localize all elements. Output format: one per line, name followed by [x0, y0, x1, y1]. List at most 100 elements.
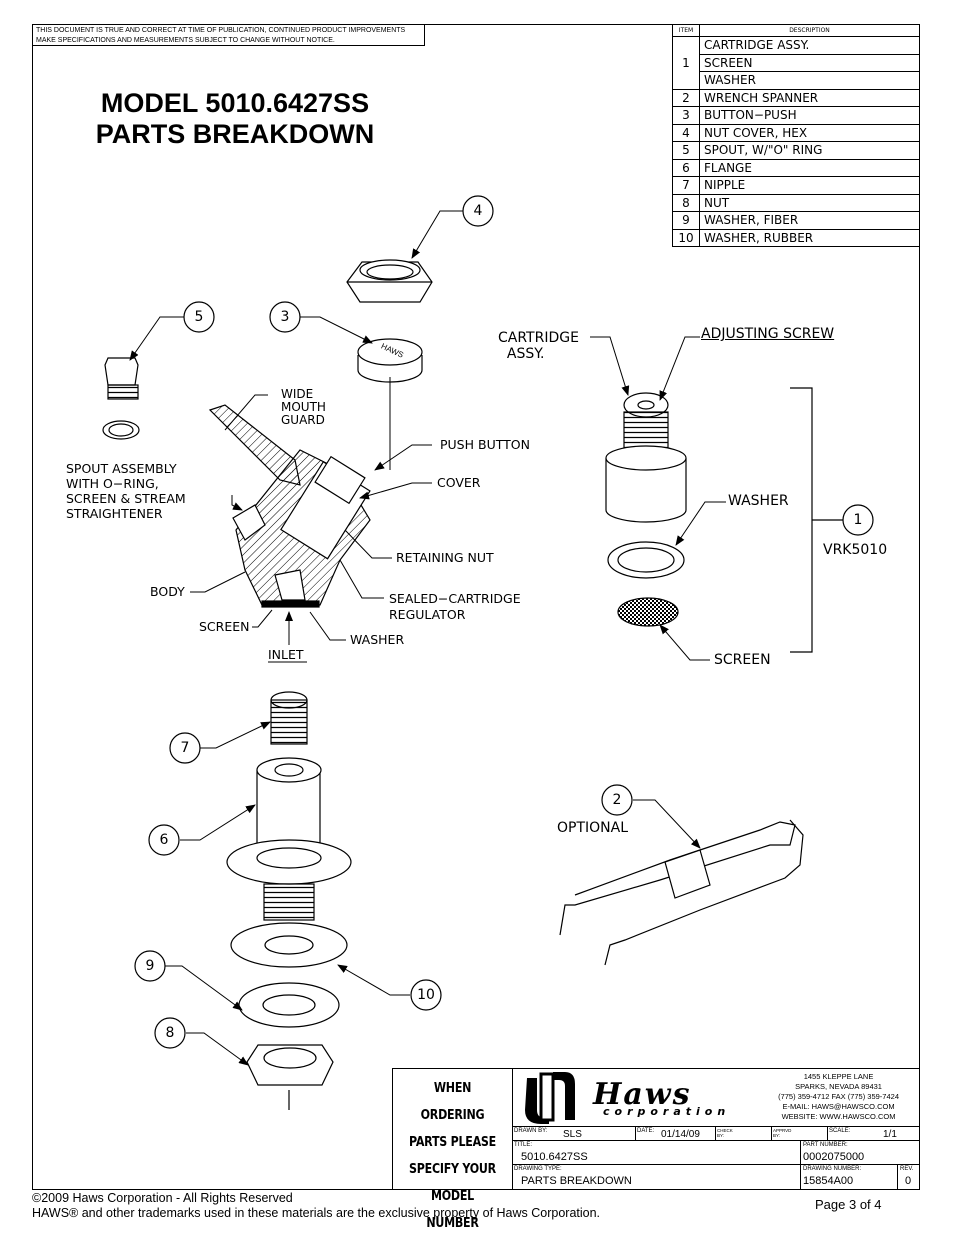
drawn-by-cell: DRAWN BY: SLS	[513, 1127, 636, 1141]
date-label: DATE:	[637, 1128, 655, 1134]
order-line: WHEN ORDERING	[420, 1080, 485, 1123]
label-sealed-cartridge: SEALED−CARTRIDGE REGULATOR	[389, 591, 521, 622]
drawing-type-label: DRAWING TYPE:	[514, 1166, 562, 1172]
title-value: 5010.6427SS	[521, 1151, 588, 1163]
address-line: 1455 KLEPPE LANE	[803, 1072, 874, 1081]
title-line-2: PARTS BREAKDOWN	[95, 119, 375, 149]
flange-part	[226, 757, 352, 921]
header-description: DESCRIPTION	[699, 24, 920, 37]
drawing-number-cell: DRAWING NUMBER: 15854A00	[801, 1165, 898, 1189]
date-cell: DATE: 01/14/09	[636, 1127, 716, 1141]
title-label: TITLE:	[514, 1142, 533, 1148]
label-retaining-nut: RETAINING NUT	[396, 550, 494, 565]
trademark-notice: HAWS® and other trademarks used in these…	[32, 1206, 601, 1220]
label-adjusting-screw: ADJUSTING SCREW	[701, 326, 835, 342]
check-label: CHECK BY:	[717, 1128, 733, 1138]
rev-cell: REV. 0	[898, 1165, 919, 1189]
date-value: 01/14/09	[661, 1129, 700, 1140]
scale-cell: SCALE: 1/1	[828, 1127, 919, 1141]
desc-cell: WRENCH SPANNER	[699, 88, 920, 107]
label-cartridge-assy: CARTRIDGE ASSY.	[498, 330, 579, 362]
brand-sub: corporation	[603, 1105, 731, 1118]
disclaimer: THIS DOCUMENT IS TRUE AND CORRECT AT TIM…	[32, 24, 425, 46]
label-screen-left: SCREEN	[199, 619, 250, 634]
callout-8: 8	[165, 1025, 175, 1041]
label-inlet: INLET	[268, 647, 304, 662]
address-line: E-MAIL: HAWS@HAWSCO.COM	[782, 1102, 895, 1111]
label-spout-assembly: SPOUT ASSEMBLY WITH O−RING, SCREEN & STR…	[66, 461, 186, 521]
wrench-spanner	[559, 819, 804, 966]
rev-label: REV.	[900, 1166, 914, 1172]
drawn-by-label: DRAWN BY:	[514, 1128, 548, 1134]
scale-label: SCALE:	[829, 1128, 851, 1134]
callout-9: 9	[145, 958, 155, 974]
part-number-label: PART NUMBER:	[803, 1142, 848, 1148]
check-cell: CHECK BY:	[716, 1127, 772, 1141]
label-washer-right: WASHER	[728, 493, 789, 509]
drawing-number-value: 15854A00	[803, 1175, 854, 1187]
item-cell: 10	[672, 228, 700, 247]
apprvd-label: APPRVD BY:	[773, 1128, 792, 1138]
apprvd-cell: APPRVD BY:	[772, 1127, 828, 1141]
address-line: WEBSITE: WWW.HAWSCO.COM	[781, 1112, 896, 1121]
push-button-part: HAWS	[357, 338, 423, 383]
title-cell: TITLE: 5010.6427SS	[513, 1141, 801, 1165]
order-line: PARTS PLEASE	[409, 1134, 496, 1150]
page-number: Page 3 of 4	[815, 1197, 882, 1212]
callout-3: 3	[280, 309, 290, 325]
parts-table: ITEM DESCRIPTION 1 CARTRIDGE ASSY. SCREE…	[672, 24, 920, 247]
callout-6: 6	[159, 832, 169, 848]
valve-body	[232, 449, 371, 608]
callout-10: 10	[417, 987, 435, 1003]
part-number-cell: PART NUMBER: 0002075000	[801, 1141, 919, 1165]
label-washer-left: WASHER	[350, 632, 405, 647]
label-body: BODY	[150, 584, 185, 599]
address-line: SPARKS, NEVADA 89431	[795, 1082, 882, 1091]
callout-5: 5	[194, 309, 204, 325]
order-line: MODEL NUMBER	[426, 1188, 479, 1231]
rev-value: 0	[905, 1175, 912, 1187]
label-vrk5010: VRK5010	[823, 542, 888, 558]
order-note: WHEN ORDERING PARTS PLEASE SPECIFY YOUR …	[393, 1069, 513, 1231]
logo-area: Haws corporation 1455 KLEPPE LANE SPARKS…	[513, 1069, 919, 1127]
callout-1: 1	[853, 512, 863, 528]
title-block: WHEN ORDERING PARTS PLEASE SPECIFY YOUR …	[392, 1068, 920, 1231]
part-number-value: 0002075000	[803, 1151, 865, 1163]
scale-value: 1/1	[883, 1129, 897, 1140]
page-title: MODEL 5010.6427SS PARTS BREAKDOWN	[60, 88, 410, 150]
table-row: 1 CARTRIDGE ASSY.	[672, 36, 920, 90]
label-optional: OPTIONAL	[557, 820, 629, 836]
label-screen-right: SCREEN	[714, 652, 771, 668]
haws-logo-icon	[525, 1072, 575, 1124]
copyright: ©2009 Haws Corporation - All Rights Rese…	[32, 1191, 293, 1205]
item-cell: 1	[672, 36, 700, 90]
callout-4: 4	[473, 203, 483, 219]
desc-cell: SPOUT, W/"O" RING	[699, 141, 920, 160]
hex-nut-cover	[346, 259, 433, 303]
address-line: (775) 359-4712 FAX (775) 359-7424	[778, 1092, 899, 1101]
label-cover: COVER	[437, 475, 481, 490]
brand-name: Haws	[593, 1077, 692, 1112]
drawing-type-cell: DRAWING TYPE: PARTS BREAKDOWN	[513, 1165, 801, 1189]
spout-part	[102, 357, 140, 440]
callout-7: 7	[180, 740, 190, 756]
drawing-type-value: PARTS BREAKDOWN	[521, 1175, 632, 1187]
callout-2: 2	[612, 792, 622, 808]
order-line: SPECIFY YOUR	[409, 1161, 496, 1177]
desc-cell: WASHER, FIBER	[699, 211, 920, 230]
company-address: 1455 KLEPPE LANE SPARKS, NEVADA 89431 (7…	[778, 1072, 899, 1122]
label-wide-mouth-guard: WIDE MOUTH GUARD	[281, 387, 326, 427]
label-push-button: PUSH BUTTON	[440, 437, 530, 452]
title-line-1: MODEL 5010.6427SS	[100, 88, 370, 118]
cartridge-assembly	[605, 387, 843, 653]
desc-cell: WASHER, RUBBER	[699, 228, 920, 247]
drawn-by-value: SLS	[563, 1129, 582, 1140]
